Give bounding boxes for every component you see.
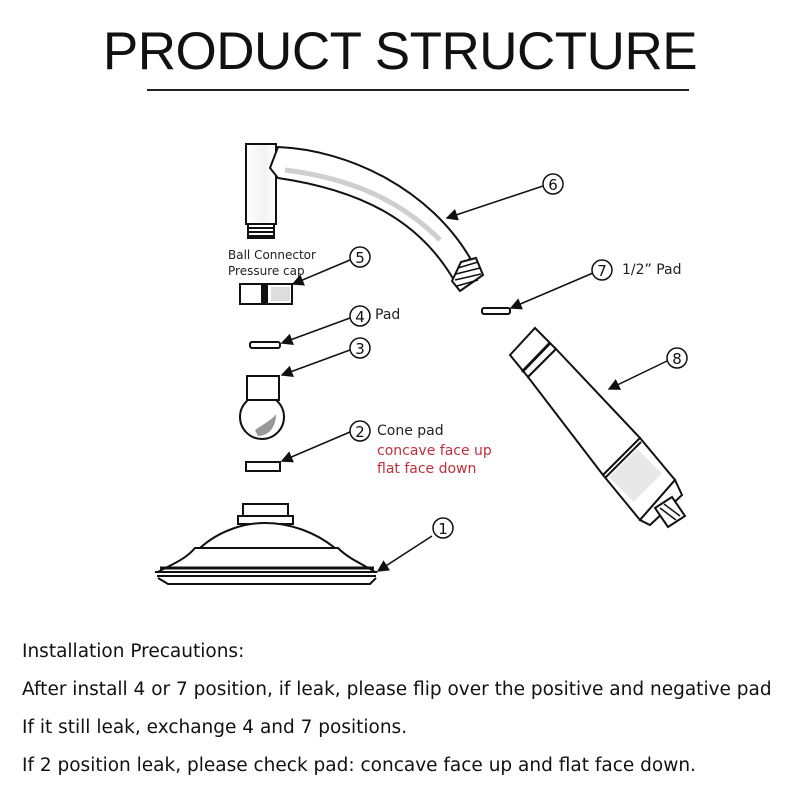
- callout-7: 7: [591, 259, 613, 281]
- svg-text:8: 8: [672, 350, 682, 368]
- svg-text:1: 1: [438, 520, 448, 538]
- callout-5: 5: [349, 246, 371, 268]
- leader-7: [509, 272, 594, 310]
- notes-line-3: If 2 position leak, please check pad: co…: [22, 755, 696, 776]
- label-4: Pad: [375, 307, 401, 323]
- label-7: 1/2” Pad: [622, 262, 682, 278]
- title-underline: [147, 89, 689, 91]
- callout-1: 1: [432, 517, 454, 539]
- part-3-ball-joint: [239, 375, 285, 440]
- label-5-line2: Pressure cap: [228, 264, 305, 278]
- leader-4: [280, 317, 351, 346]
- part-4-pad: [249, 341, 281, 349]
- callout-4: 4: [349, 305, 371, 327]
- notes-line-2: If it still leak, exchange 4 and 7 posit…: [22, 717, 408, 738]
- leader-5: [291, 259, 351, 286]
- notes-line-1: After install 4 or 7 position, if leak, …: [22, 679, 772, 700]
- callout-8: 8: [666, 347, 688, 369]
- leader-3: [280, 349, 351, 378]
- svg-text:6: 6: [548, 176, 558, 194]
- label-2-note-line2: flat face down: [377, 461, 477, 477]
- label-2-note-line1: concave face up: [377, 443, 492, 459]
- callout-3: 3: [349, 337, 371, 359]
- leader-2: [280, 431, 351, 463]
- callout-2: 2: [349, 420, 371, 442]
- part-2-cone-pad: [245, 461, 281, 472]
- svg-text:7: 7: [597, 262, 607, 280]
- label-2: Cone pad: [377, 423, 444, 439]
- svg-text:3: 3: [355, 340, 365, 358]
- page-title: PRODUCT STRUCTURE: [102, 22, 698, 81]
- part-7-half-inch-pad: [481, 307, 511, 315]
- installation-notes: Installation Precautions: After install …: [22, 638, 772, 790]
- leader-6: [445, 185, 544, 221]
- part-6-shower-arm: [245, 143, 485, 293]
- part-5-pressure-cap: [239, 283, 293, 305]
- svg-text:2: 2: [355, 423, 365, 441]
- svg-text:4: 4: [355, 308, 365, 326]
- svg-text:5: 5: [355, 249, 365, 267]
- part-8-handle: [508, 326, 687, 529]
- label-5-line1: Ball Connector: [228, 248, 316, 262]
- part-1-shower-head: [154, 503, 379, 585]
- leader-1: [376, 535, 433, 572]
- notes-heading: Installation Precautions:: [22, 641, 245, 662]
- callout-6: 6: [542, 173, 564, 195]
- leader-8: [607, 360, 668, 390]
